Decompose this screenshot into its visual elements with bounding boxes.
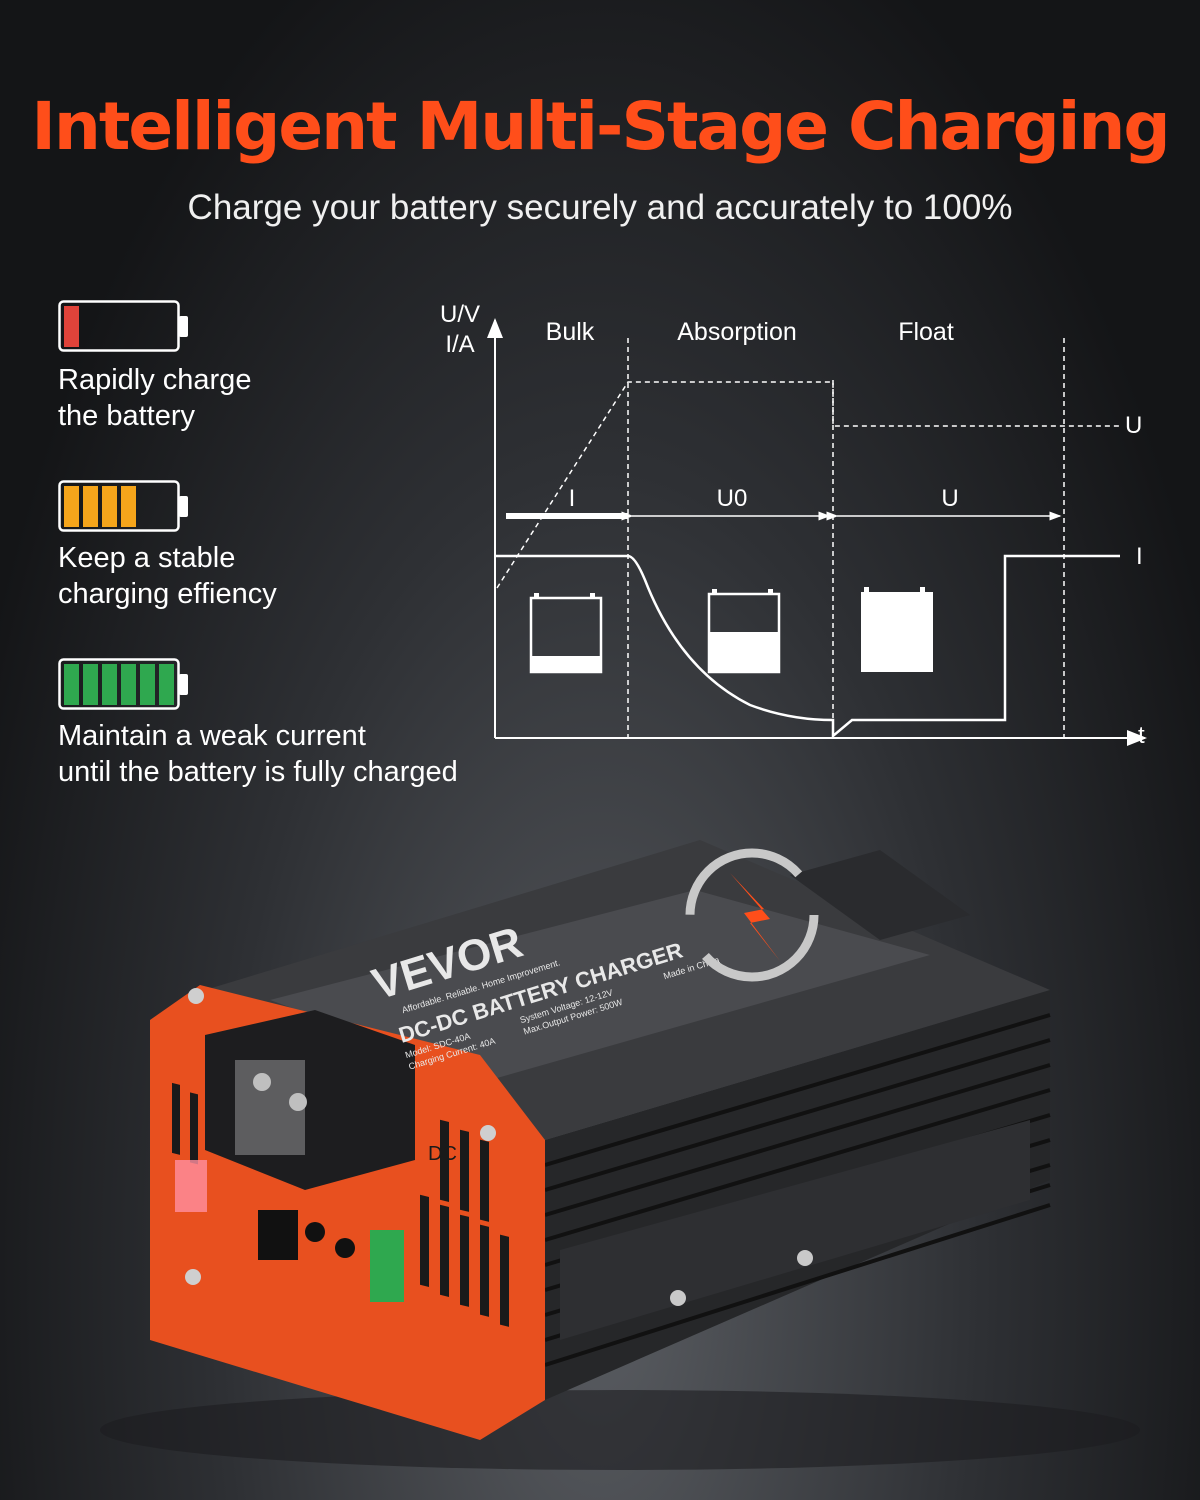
screw-icon [797,1250,813,1266]
y-axis-label-2: I/A [445,331,474,358]
stage-text-line1: Maintain a weak current [58,720,366,752]
stage-text-line1: Keep a stable [58,542,236,574]
battery-medium-icon [58,480,188,532]
phase-bulk-label: Bulk [546,318,595,346]
lightning-logo-icon [685,848,819,982]
stage-text-line1: Rapidly charge [58,364,252,396]
top-label [270,890,930,1080]
stage-text-line2: the battery [58,400,196,432]
terminal-block [205,1010,415,1190]
y-axis-label-1: U/V [440,301,480,328]
current-curve [495,554,1120,739]
stage-text-line2: charging effiency [58,578,277,610]
battery-low-icon [58,300,188,352]
right-label-u: U [1125,412,1142,439]
battery-low-charge-icon [529,593,603,674]
port-icon [258,1210,298,1260]
screw-icon [670,1290,686,1306]
dip-switch [175,1160,207,1212]
battery-half-charge-icon [707,589,781,674]
voltage-curve [496,381,1120,589]
marker-i-label: I [569,485,576,512]
terminal-label: DC [428,1143,457,1165]
green-terminal-connector [370,1230,404,1302]
dc-dc-charger-product-image: DC VEVOR Affordable. Reliable. Home Impr… [100,840,1140,1470]
marker-u0-label: U0 [717,485,748,512]
phase-absorption-label: Absorption [677,318,797,346]
battery-full-icon [58,658,188,710]
phase-float-label: Float [898,318,954,346]
screw-icon [289,1093,307,1111]
battery-full-charge-icon [861,587,933,672]
stage-text-line2: until the battery is fully charged [58,756,458,788]
marker-u-label: U [941,485,958,512]
battery-level-bar [64,306,79,347]
screw-icon [253,1073,271,1091]
page-subtitle: Charge your battery securely and accurat… [187,188,1013,227]
page-title: Intelligent Multi-Stage Charging [31,88,1170,165]
right-label-i: I [1136,543,1143,570]
x-axis-label: t [1138,722,1145,749]
charging-curve-diagram: U/V I/A t Bulk Absorption Float U I I U0… [440,301,1147,749]
